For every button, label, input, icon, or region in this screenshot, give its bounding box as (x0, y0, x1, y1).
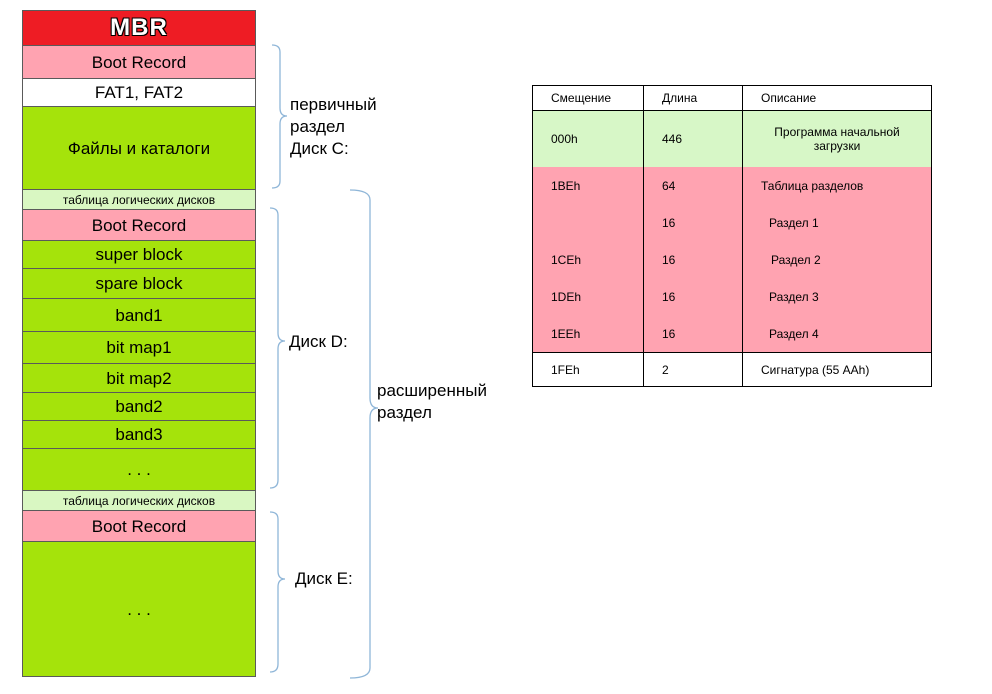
cell-offset: 1CEh (532, 241, 644, 278)
header-offset: Смещение (532, 85, 644, 111)
cell-length: 16 (643, 278, 743, 315)
disk-e-label: Диск E: (295, 569, 353, 588)
super-block: super block (22, 240, 256, 269)
table-row: 1BEh 64 Таблица разделов (532, 167, 932, 204)
disk-d-label: Диск D: (289, 332, 348, 351)
cell-description: Сигнатура (55 AAh) (742, 352, 932, 387)
bitmap1-block: bit map1 (22, 331, 256, 364)
cell-offset: 1FEh (532, 352, 644, 387)
primary-partition-label: первичный раздел Диск С: (290, 94, 377, 160)
cell-offset: 000h (532, 110, 644, 167)
fat-block: FAT1, FAT2 (22, 78, 256, 107)
cell-length: 16 (643, 241, 743, 278)
cell-length: 16 (643, 204, 743, 241)
cell-description: Таблица разделов (742, 167, 932, 204)
ellipsis-block-e: . . . (22, 541, 256, 677)
table-row: 16 Раздел 1 (532, 204, 932, 241)
primary-label-line1: первичный (290, 95, 377, 114)
logical-disk-table-1: таблица логических дисков (22, 189, 256, 210)
header-length: Длина (643, 85, 743, 111)
brace-extended (349, 189, 379, 679)
table-row: 1CEh 16 Раздел 2 (532, 241, 932, 278)
cell-description: Раздел 2 (742, 241, 932, 278)
ellipsis-block-d: . . . (22, 448, 256, 491)
brace-disk-e (269, 511, 286, 673)
band3-block: band3 (22, 420, 256, 449)
table-row: 1DEh 16 Раздел 3 (532, 278, 932, 315)
cell-length: 2 (643, 352, 743, 387)
header-description: Описание (742, 85, 932, 111)
band1-block: band1 (22, 298, 256, 332)
cell-description: Раздел 1 (742, 204, 932, 241)
desc-line1: Программа начальной (774, 125, 900, 139)
cell-offset: 1DEh (532, 278, 644, 315)
cell-offset: 1BEh (532, 167, 644, 204)
cell-description: Программа начальной загрузки (742, 110, 932, 167)
bitmap2-block: bit map2 (22, 363, 256, 393)
table-row: 1EEh 16 Раздел 4 (532, 315, 932, 353)
boot-record-block-c: Boot Record (22, 45, 256, 79)
brace-disk-d (269, 207, 286, 489)
mbr-structure-table: Смещение Длина Описание 000h 446 Програм… (532, 85, 932, 387)
desc-line2: загрузки (813, 139, 861, 153)
extended-partition-label: расширенный раздел (377, 380, 487, 424)
primary-label-line3: Диск С: (290, 139, 349, 158)
cell-description: Раздел 3 (742, 278, 932, 315)
extended-label-line2: раздел (377, 403, 432, 422)
brace-primary (271, 44, 288, 189)
boot-record-block-e: Boot Record (22, 510, 256, 542)
logical-disk-table-2: таблица логических дисков (22, 490, 256, 511)
table-header-row: Смещение Длина Описание (532, 85, 932, 111)
spare-block: spare block (22, 268, 256, 299)
cell-description: Раздел 4 (742, 315, 932, 353)
boot-record-block-d: Boot Record (22, 209, 256, 241)
band2-block: band2 (22, 392, 256, 421)
table-row: 1FEh 2 Сигнатура (55 AAh) (532, 352, 932, 387)
cell-offset (532, 204, 644, 241)
extended-label-line1: расширенный (377, 381, 487, 400)
files-dirs-block: Файлы и каталоги (22, 106, 256, 190)
cell-offset: 1EEh (532, 315, 644, 353)
primary-label-line2: раздел (290, 117, 345, 136)
cell-length: 64 (643, 167, 743, 204)
table-row: 000h 446 Программа начальной загрузки (532, 110, 932, 167)
mbr-block: MBR (22, 10, 256, 46)
cell-length: 446 (643, 110, 743, 167)
cell-length: 16 (643, 315, 743, 353)
